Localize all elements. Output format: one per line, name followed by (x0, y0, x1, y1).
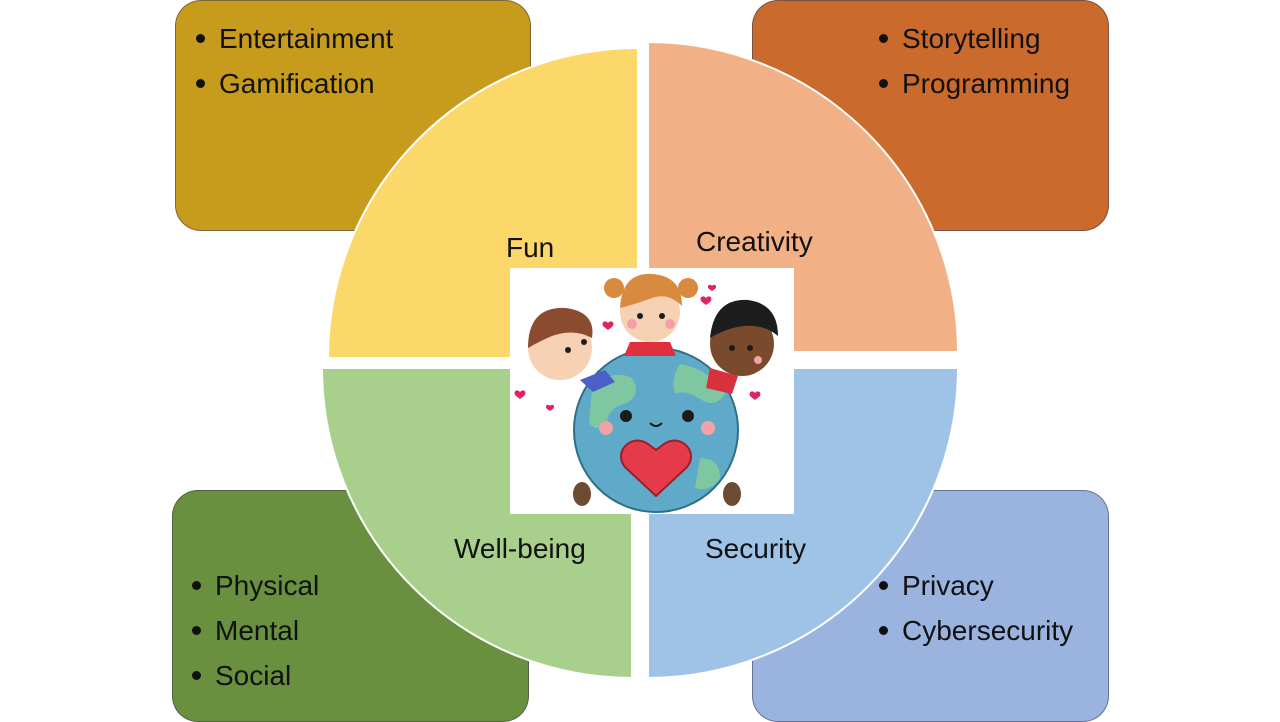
creativity-details-list: Storytelling Programming (879, 16, 1070, 106)
list-item: Physical (192, 563, 319, 608)
fun-details-list: Entertainment Gamification (196, 16, 393, 106)
list-item: Mental (192, 608, 319, 653)
list-item: Privacy (879, 563, 1073, 608)
list-item: Storytelling (879, 16, 1070, 61)
list-item: Gamification (196, 61, 393, 106)
fun-label: Fun (506, 232, 555, 263)
creativity-label: Creativity (696, 226, 813, 257)
list-item: Entertainment (196, 16, 393, 61)
security-label: Security (705, 533, 807, 564)
list-item: Social (192, 653, 319, 698)
kids-globe-illustration (510, 268, 794, 514)
list-item: Programming (879, 61, 1070, 106)
wellbeing-details-list: Physical Mental Social (192, 563, 319, 698)
security-details-list: Privacy Cybersecurity (879, 563, 1073, 653)
kids-around-globe-heart-icon (514, 273, 778, 513)
wellbeing-label: Well-being (454, 533, 586, 564)
list-item: Cybersecurity (879, 608, 1073, 653)
